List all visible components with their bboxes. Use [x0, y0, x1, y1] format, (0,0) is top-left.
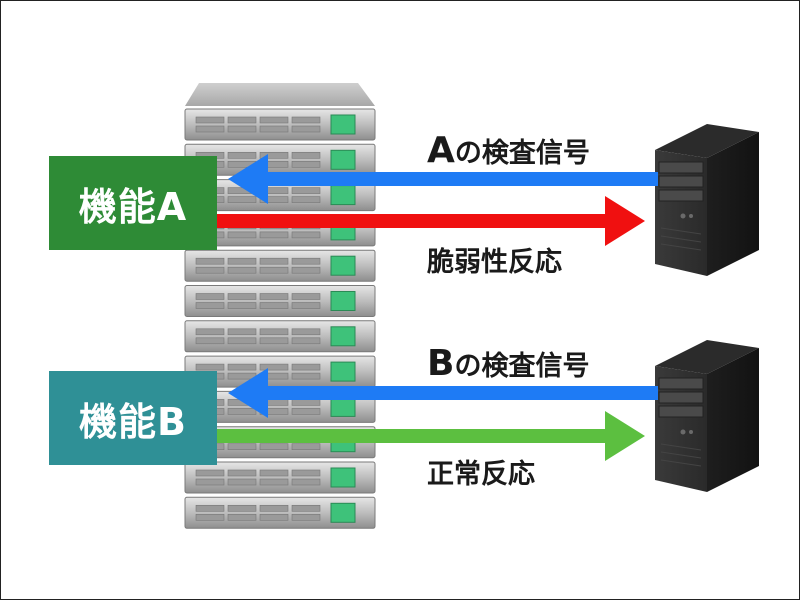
probe-b-suffix: の検査信号 [454, 351, 590, 382]
probe-arrow-b [228, 368, 658, 418]
rack-unit [184, 461, 376, 494]
feature-a-label: 機能A [78, 184, 188, 229]
rack-unit [184, 320, 376, 353]
probe-a-suffix: の検査信号 [454, 138, 590, 169]
tower-pc-icon [655, 340, 759, 492]
rack-unit [184, 496, 376, 529]
vulnerable-response-arrow [215, 196, 645, 246]
feature-b-box: 機能B [49, 371, 217, 465]
probe-b-prefix: B [427, 343, 455, 384]
probe-arrow-a [228, 154, 658, 204]
rack-unit [184, 285, 376, 317]
rack-unit [184, 108, 376, 141]
tower-pc-icon [655, 124, 759, 276]
vulnerable-response-label: 脆弱性反応 [427, 247, 562, 278]
feature-a-box: 機能A [49, 156, 217, 250]
rack-unit [184, 249, 376, 282]
normal-response-label: 正常反応 [427, 459, 535, 490]
probe-a-label: Aの検査信号 [427, 130, 590, 171]
probe-a-prefix: A [427, 130, 455, 171]
normal-response-arrow [215, 411, 645, 461]
feature-b-label: 機能B [79, 399, 187, 444]
probe-b-label: Bの検査信号 [427, 343, 589, 384]
